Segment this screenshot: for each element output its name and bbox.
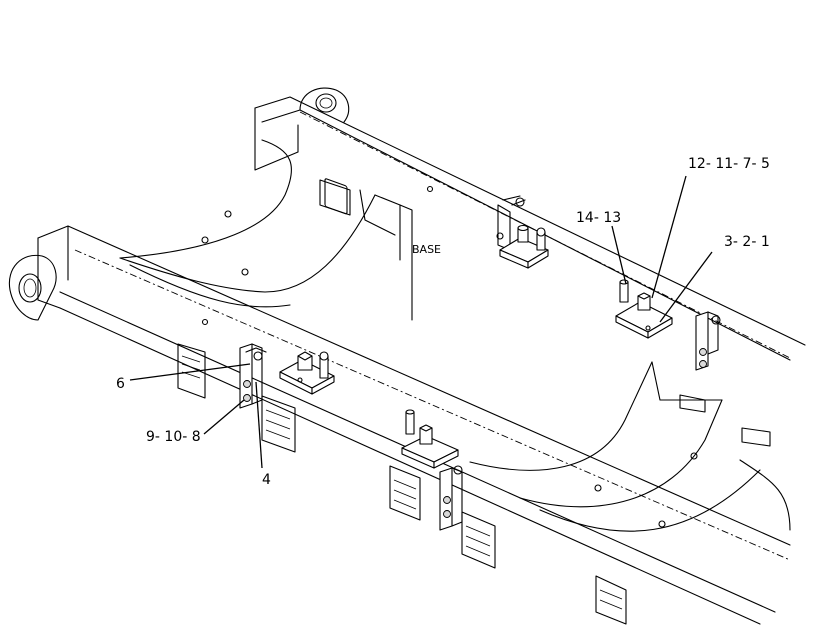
rear-saddle	[119, 139, 401, 308]
callout-6: 6	[116, 376, 125, 392]
front-saddle	[469, 361, 791, 532]
frame-label: BASE	[412, 243, 441, 256]
callout-9-10-8: 9- 10- 8	[146, 429, 201, 445]
leader-14-13	[611, 225, 627, 285]
lifting-eye-front	[8, 254, 57, 321]
leader-3-2-1	[659, 251, 713, 323]
clamp-left-rail	[279, 351, 335, 395]
lifting-eye-rear	[299, 87, 350, 123]
callout-12-11-7-5: 12- 11- 7- 5	[688, 156, 770, 172]
leader-9-10-8	[203, 399, 245, 435]
left-side-rail	[8, 225, 791, 625]
leader-4	[255, 381, 263, 469]
clamp-center-rail	[401, 409, 459, 469]
leader-6	[129, 363, 251, 381]
clamp-upper-b	[615, 279, 673, 339]
leader-12-11-7-5	[651, 175, 687, 299]
callout-3-2-1: 3- 2- 1	[724, 234, 770, 250]
bracket-left	[239, 343, 267, 409]
bracket-right	[695, 311, 721, 371]
leader-lines	[129, 175, 713, 469]
bracket-center	[439, 465, 463, 531]
callout-14-13: 14- 13	[576, 210, 621, 226]
rail-slots-left	[177, 343, 627, 625]
rear-cross-member	[254, 87, 806, 361]
callout-4: 4	[262, 472, 271, 488]
upper-inner-members	[201, 179, 434, 326]
clamp-upper-a	[496, 195, 549, 269]
